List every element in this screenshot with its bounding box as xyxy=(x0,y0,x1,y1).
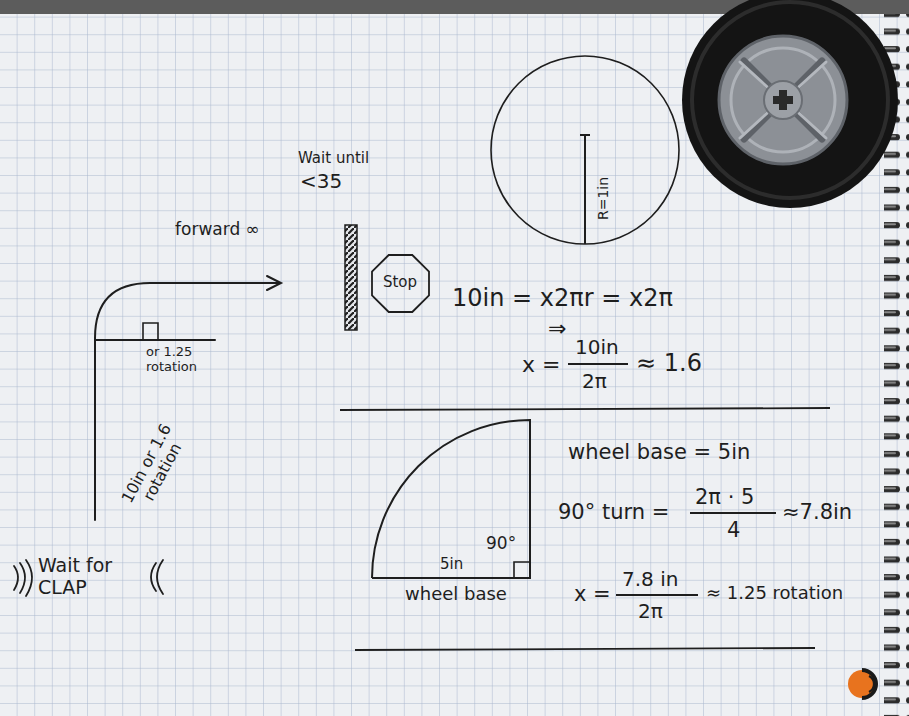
handwritten-note: forward ∞ xyxy=(175,220,260,240)
handwritten-note: x = xyxy=(574,582,611,606)
divider-line xyxy=(355,648,815,650)
wheel-circle: R=1in xyxy=(490,55,680,245)
node-outline xyxy=(490,55,680,245)
stop-sign: Stop xyxy=(372,255,429,312)
node-text: Stop xyxy=(383,274,417,291)
hatched-wall xyxy=(345,225,357,330)
handwritten-note: wheel base xyxy=(405,584,507,605)
handwritten-note: 4 xyxy=(727,518,740,542)
node-text: R=1in xyxy=(595,177,611,220)
robot-path xyxy=(95,276,281,520)
handwritten-note: 2π · 5 xyxy=(695,485,754,509)
handwritten-note: x = xyxy=(522,352,560,377)
lego-wheel xyxy=(682,0,898,208)
handwritten-note: ≈ 1.25 rotation xyxy=(706,583,843,604)
handwritten-note: 5in xyxy=(440,556,463,573)
handwritten-note: ≈ 1.6 xyxy=(636,350,702,378)
handwritten-note: wheel base = 5in xyxy=(568,440,750,464)
fraction-bar xyxy=(568,364,776,595)
handwritten-note: 10in xyxy=(575,336,619,359)
handwritten-note: 10in = x2πr = x2π xyxy=(452,285,673,313)
handwritten-note: or 1.25 rotation xyxy=(146,345,218,375)
handwritten-note: ≈7.8in xyxy=(782,500,852,524)
handwritten-note: 2π xyxy=(638,600,663,623)
handwritten-note: ⇒ xyxy=(548,316,566,341)
handwritten-note: 90° xyxy=(486,534,516,554)
handwritten-note: 2π xyxy=(582,370,607,393)
handwritten-note: Wait until xyxy=(298,150,369,167)
corner-logo xyxy=(848,670,876,698)
handwritten-note: 7.8 in xyxy=(622,568,678,591)
handwritten-note: Wait for CLAP xyxy=(38,555,138,599)
divider-line xyxy=(340,408,830,410)
handwritten-note: <35 xyxy=(300,170,342,193)
handwritten-note: 90° turn = xyxy=(558,500,669,524)
turn-sector xyxy=(372,420,530,578)
